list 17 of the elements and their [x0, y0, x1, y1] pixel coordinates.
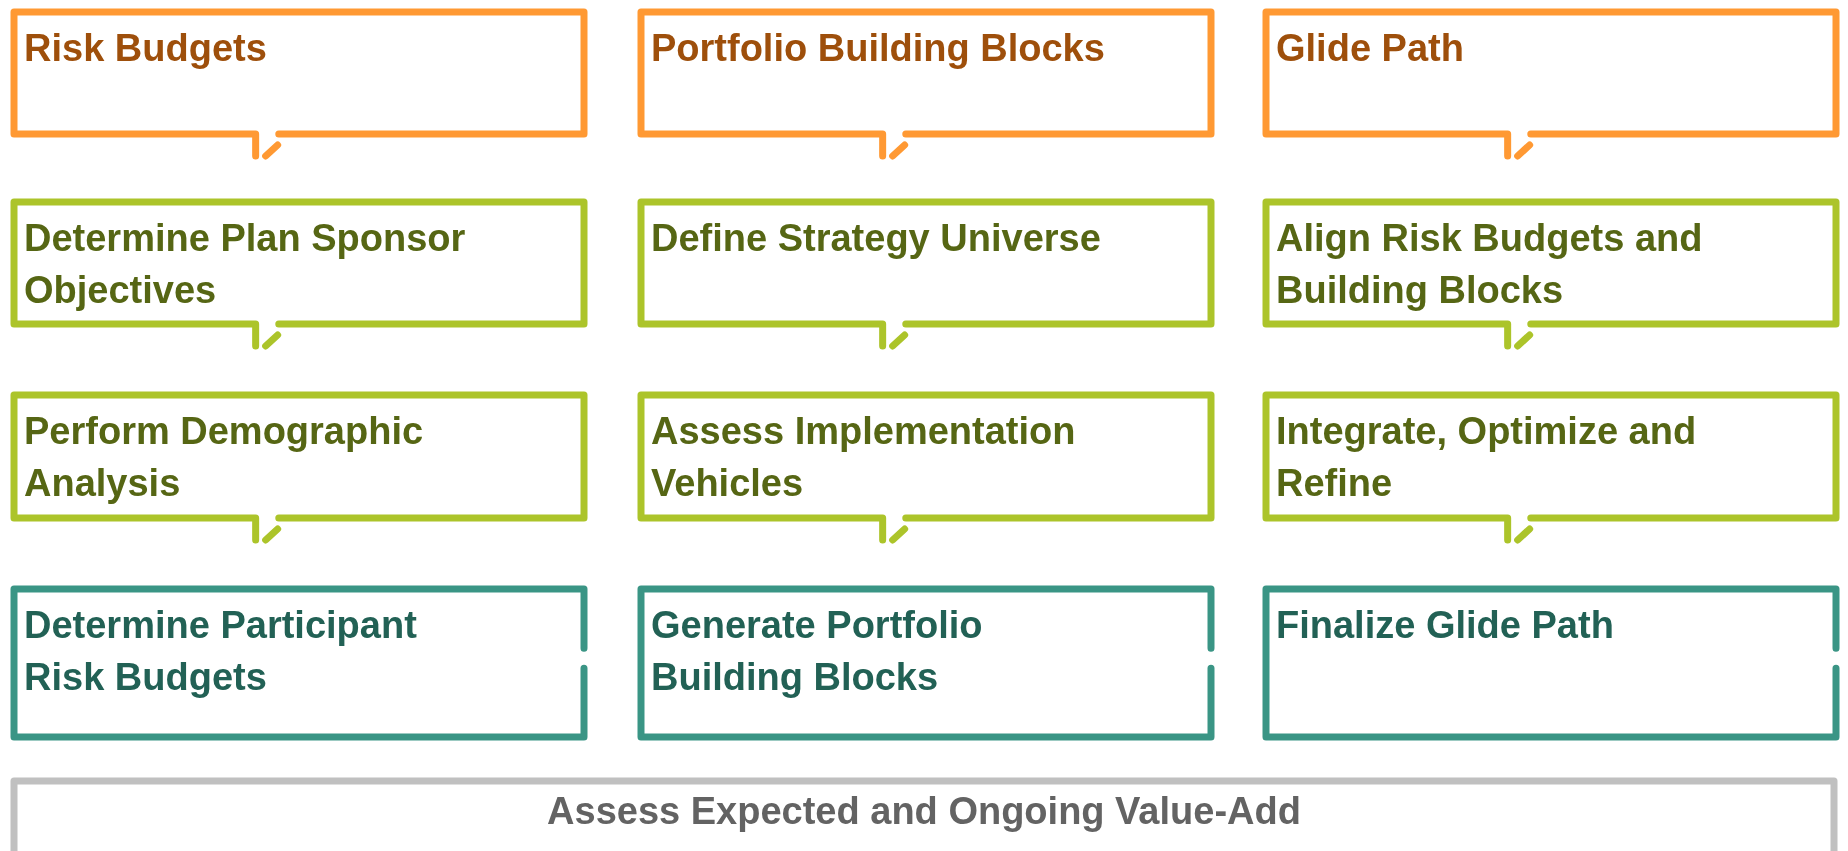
box-title: Determine Participant Risk Budgets — [24, 603, 418, 700]
box-title: Generate Portfolio Building Blocks — [651, 603, 984, 700]
box-title: Define Strategy Universe — [651, 216, 1101, 261]
callout-box — [10, 777, 1838, 851]
callout-box — [637, 585, 1215, 741]
callout-box — [10, 585, 588, 741]
box-title: Align Risk Budgets and Building Blocks — [1276, 216, 1704, 313]
box-title: Portfolio Building Blocks — [651, 26, 1105, 71]
box-title: Determine Plan Sponsor Objectives — [24, 216, 467, 313]
box-title: Integrate, Optimize and Refine — [1276, 409, 1698, 506]
box-title: Assess Expected and Ongoing Value-Add — [547, 789, 1301, 834]
callout-box — [1262, 585, 1840, 741]
box-title: Assess Implementation Vehicles — [651, 409, 1077, 506]
box-title: Perform Demographic Analysis — [24, 409, 425, 506]
box-title: Finalize Glide Path — [1276, 603, 1614, 648]
box-title: Glide Path — [1276, 26, 1464, 71]
box-title: Risk Budgets — [24, 26, 267, 71]
